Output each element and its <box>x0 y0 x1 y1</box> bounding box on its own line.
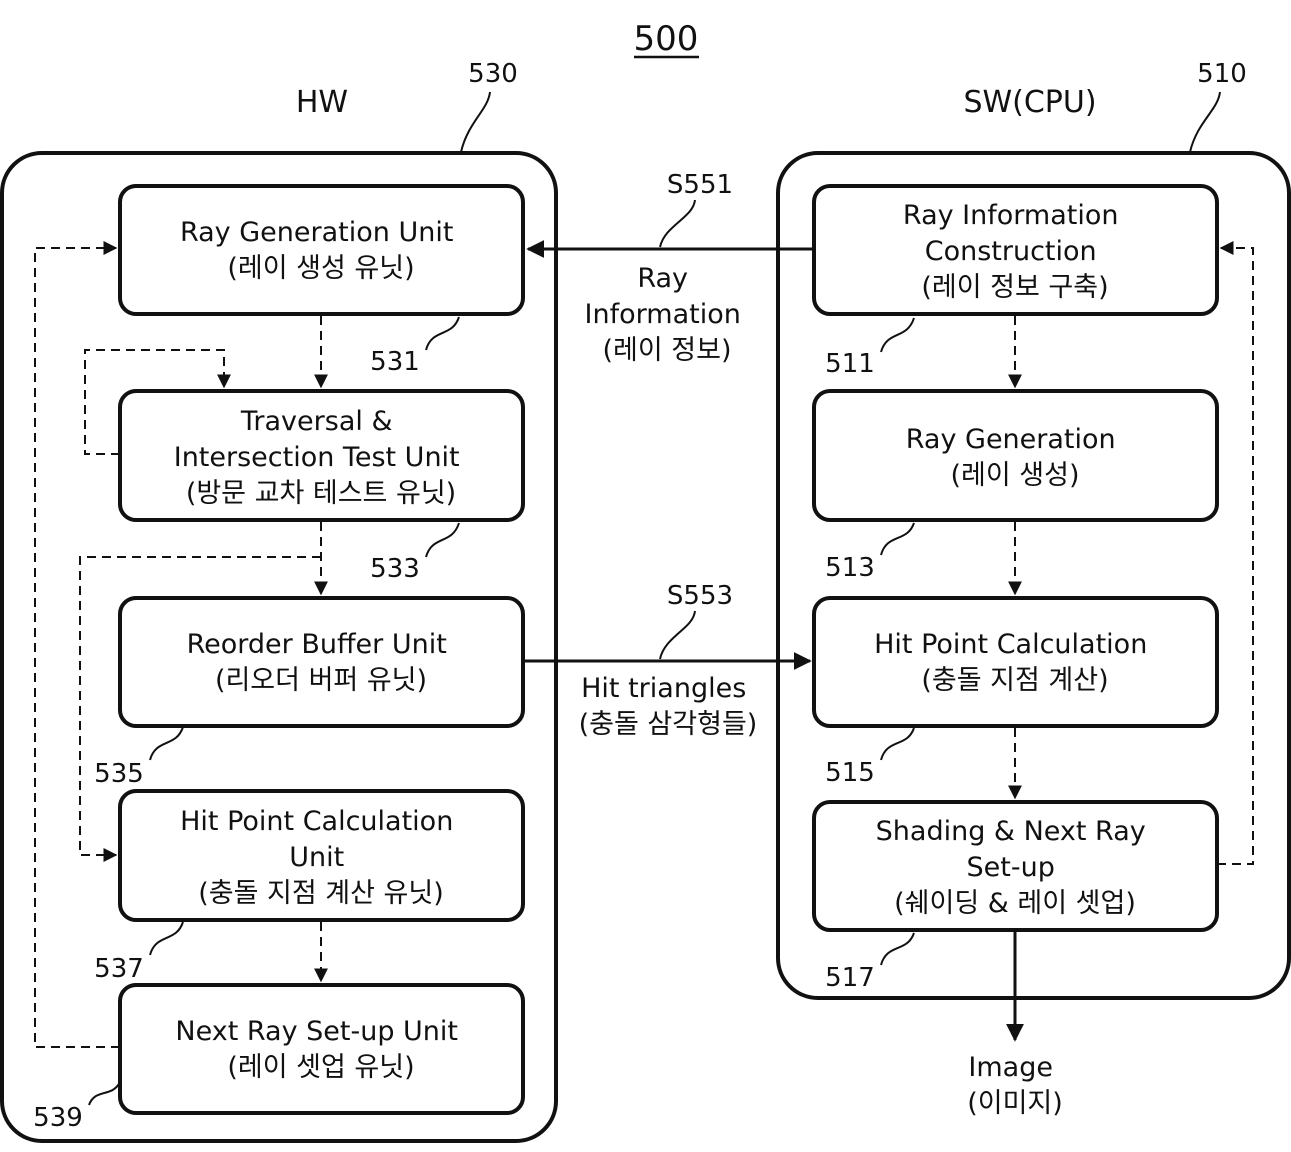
reorder-buffer-unit-ref-leader <box>149 726 184 761</box>
hit-point-calculation-box <box>812 596 1219 728</box>
next-ray-setup-unit-box <box>118 983 525 1115</box>
s551-flow-label: Ray Information (레이 정보) <box>585 263 750 366</box>
traversal-intersection-test-unit-ref-leader <box>425 522 460 558</box>
shading-next-ray-setup-ref: 517 <box>825 963 875 993</box>
s551-leader <box>659 199 696 248</box>
next-ray-setup-unit-ref-leader <box>88 1081 121 1106</box>
ray-generation-box <box>812 389 1219 522</box>
reorder-buffer-unit-ref: 535 <box>94 759 144 789</box>
hit-point-calculation-unit-label: Hit Point Calculation Unit (충돌 지점 계산 유닛) <box>180 806 462 909</box>
hit-point-calculation-unit-ref-leader <box>149 921 184 956</box>
shading-feedback-loop <box>1217 241 1254 865</box>
ray-information-construction-ref-leader <box>880 317 915 353</box>
reorder-buffer-unit-label: Reorder Buffer Unit (리오더 버퍼 유닛) <box>187 629 456 696</box>
reorder-buffer-unit-box <box>118 596 525 728</box>
hw-ref-leader <box>460 91 491 153</box>
traversal-intersection-test-unit-label: Traversal & Intersection Test Unit (방문 교… <box>174 406 469 509</box>
traversal-intersection-test-unit-box <box>118 389 525 522</box>
s551-ref-label: S551 <box>667 170 733 200</box>
ray-generation-ref: 513 <box>825 553 875 583</box>
ray-generation-label: Ray Generation (레이 생성) <box>906 424 1125 491</box>
ray-information-construction-ref: 511 <box>825 349 875 379</box>
traversal-to-hit-point-bypass <box>79 556 321 862</box>
hw-container <box>0 151 558 1143</box>
s553-flow-label: Hit triangles (충돌 삼각형들) <box>579 673 758 740</box>
next-ray-setup-unit-ref: 539 <box>33 1103 83 1133</box>
image-output-label: Image (이미지) <box>967 1052 1063 1119</box>
shading-next-ray-setup-label: Shading & Next Ray Set-up (쉐이딩 & 레이 셋업) <box>876 816 1155 919</box>
sw-ref-label: 510 <box>1197 59 1247 89</box>
hit-point-calculation-ref: 515 <box>825 758 875 788</box>
sw-container <box>776 151 1291 1000</box>
hit-point-calculation-unit-box <box>118 789 525 922</box>
traversal-intersection-test-unit-ref: 533 <box>370 554 420 584</box>
figure-number: 500 <box>634 19 699 59</box>
s553-ref-label: S553 <box>667 581 733 611</box>
shading-next-ray-setup-ref-leader <box>880 932 915 966</box>
sw-ref-leader <box>1189 91 1221 153</box>
s553-leader <box>659 610 696 660</box>
ray-generation-unit-ref-leader <box>425 316 460 351</box>
hw-ref-label: 530 <box>468 59 518 89</box>
hit-point-calculation-label: Hit Point Calculation (충돌 지점 계산) <box>874 629 1156 696</box>
ray-generation-unit-label: Ray Generation Unit (레이 생성 유닛) <box>180 217 462 284</box>
ray-information-construction-label: Ray Information Construction (레이 정보 구축) <box>903 200 1127 303</box>
ray-generation-ref-leader <box>880 522 915 556</box>
hit-point-calculation-unit-ref: 537 <box>94 954 144 984</box>
ray-generation-unit-ref: 531 <box>370 347 420 377</box>
sw-header: SW(CPU) <box>963 85 1096 120</box>
hw-header: HW <box>296 85 348 120</box>
next-ray-setup-unit-label: Next Ray Set-up Unit (레이 셋업 유닛) <box>175 1016 466 1083</box>
hit-point-calculation-ref-leader <box>880 727 915 761</box>
ray-generation-unit-box <box>118 184 525 316</box>
traversal-self-loop <box>84 349 231 455</box>
next-ray-setup-feedback-loop <box>34 241 120 1048</box>
